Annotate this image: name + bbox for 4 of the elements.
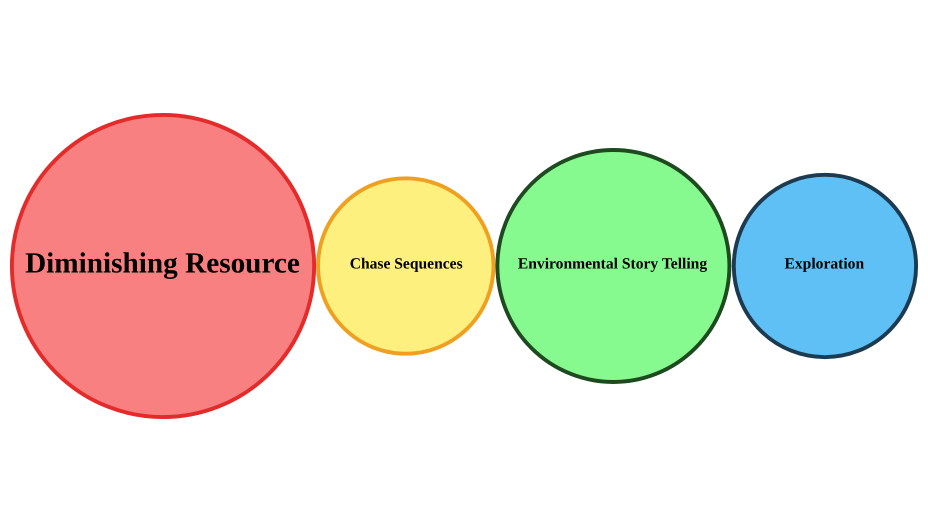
node-circle: Environmental Story Telling <box>495 148 732 384</box>
node-circle: Chase Sequences <box>316 176 496 356</box>
node-circle: Exploration <box>732 172 918 360</box>
node-circle: Diminishing Resource <box>10 112 316 420</box>
